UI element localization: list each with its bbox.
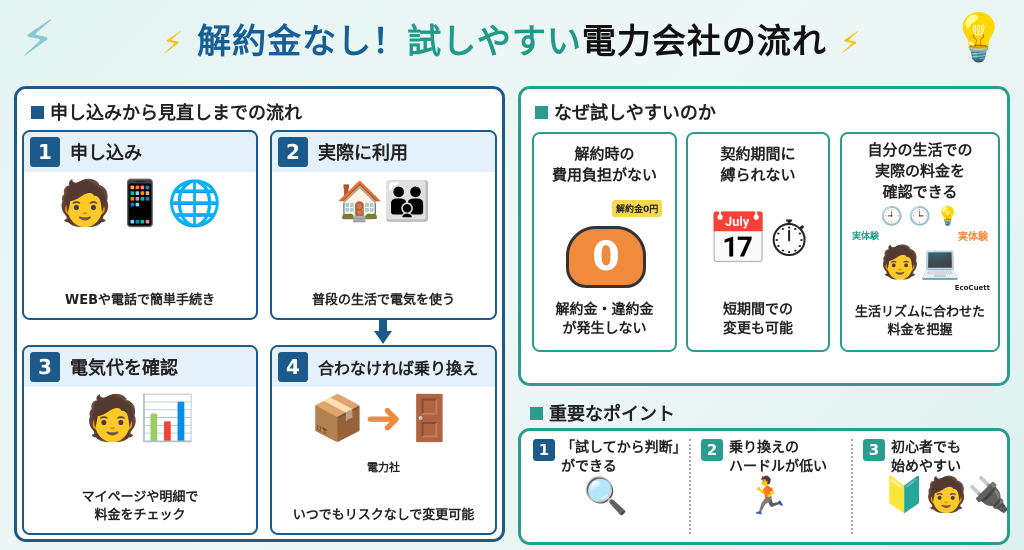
experience-tag: 実体験 [958,232,988,243]
point-text: 乗り換えの ハードルが低い [729,440,827,475]
why-card-3: 自分の生活での 実際の料金を 確認できる 🕘 🕒 💡 実体験 実体験 🧑💻 Ec… [840,132,1000,352]
step-card-4: 4 合わなければ乗り換え 📦➜🚪 電力社 いつでもリスクなしで変更可能 [270,345,497,535]
points-heading: 重要なポイント [530,400,675,426]
person-sofa-illustration: 🧑💻 [880,243,960,281]
point-item-3: 3 初心者でも 始めやすい 🔰🧑🔌 [863,439,1010,539]
lightbulb-icon: 💡 [950,10,1008,64]
point-number: 1 [533,439,555,461]
zero-fee-badge: 解約金0円 [612,200,663,217]
step-caption: いつでもリスクなしで変更可能 [292,507,475,523]
flow-heading-text: 申し込みから見直しまでの流れ [50,103,302,124]
point-text: 初心者でも 始めやすい [891,440,961,475]
why-card-title: 自分の生活での 実際の料金を 確認できる [867,141,973,201]
hurdle-jumper-icon: 🏃 [745,475,790,517]
lightning-icon: ⚡ [162,26,185,61]
step-number: 3 [30,352,60,382]
step-card-3: 3 電気代を確認 🧑📊 マイページや明細で 料金をチェック [22,345,258,535]
door-label: 電力社 [367,461,400,474]
flow-heading: 申し込みから見直しまでの流れ [31,99,302,125]
bill-check-illustration: 🧑📊 [85,393,195,444]
step-title: 電気代を確認 [70,358,178,379]
why-card-title: 契約期間に 縛られない [720,145,796,184]
point-number: 3 [863,439,885,461]
why-card-caption: 短期間での 変更も可能 [723,301,793,338]
square-icon [535,105,548,119]
step-number: 4 [278,352,308,382]
title-part1: 解約金なし！ [197,22,408,62]
why-card-title: 解約時の 費用負担がない [551,145,657,184]
title-part3: 電力会社の流れ [581,22,827,62]
point-text: 「試してから判断」 ができる [561,440,687,475]
lightning-icon: ⚡ [839,26,862,61]
why-card-caption: 解約金・違約金 が発生しない [555,301,654,338]
why-card-1: 解約時の 費用負担がない 解約金0円 0 解約金・違約金 が発生しない [532,132,677,352]
points-heading-text: 重要なポイント [549,404,675,425]
step-title: 実際に利用 [318,143,408,164]
step-caption: マイページや明細で 料金をチェック [81,489,199,523]
why-card-2: 契約期間に 縛られない 📅⏱ 短期間での 変更も可能 [686,132,830,352]
why-heading: なぜ試しやすいのか [535,99,716,125]
step-caption: 普段の生活で電気を使う [311,292,455,308]
magnifier-check-icon: 🔍 [583,475,628,517]
square-icon [530,406,543,420]
phone-signup-illustration: 🧑📱🌐 [57,178,223,229]
experience-tag: 実体験 [852,232,880,242]
step-title: 合わなければ乗り換え [318,359,479,378]
calendar-clock-icon: 📅⏱ [707,210,809,268]
square-icon [31,105,44,119]
step-number: 2 [278,137,308,167]
why-heading-text: なぜ試しやすいのか [554,103,716,124]
power-tower-icon: ⚡ [20,10,56,68]
purse-icon: 0 [566,226,646,288]
family-house-illustration: 🏠👪 [336,179,431,223]
points-panel: 1 「試してから判断」 ができる 🔍 2 乗り換えの ハードルが低い 🏃 3 初心者で… [518,428,1010,545]
step-card-1: 1 申し込み 🧑📱🌐 WEBや電話で簡単手続き [22,130,258,320]
step-number: 1 [30,137,60,167]
point-number: 2 [701,439,723,461]
moving-person-illustration: 📦➜🚪 [310,393,457,444]
point-item-2: 2 乗り換えの ハードルが低い 🏃 [701,439,827,539]
why-card-caption: 生活リズムに合わせた 料金を把握 [854,304,985,338]
step-title: 申し込み [70,143,142,164]
title-part2: 試しやすい [407,22,582,62]
beginner-person-plug-icon: 🔰🧑🔌 [883,474,1011,515]
point-item-1: 1 「試してから判断」 ができる 🔍 [533,439,687,539]
down-arrow-icon [374,318,392,344]
step-card-2: 2 実際に利用 🏠👪 普段の生活で電気を使う [270,130,497,320]
appliance-brand-label: EcoCuett [954,284,990,292]
page-title: ⚡ 解約金なし！試しやすい電力会社の流れ ⚡ [0,14,1024,63]
clock-icons: 🕘 🕒 💡 [880,206,960,227]
step-caption: WEBや電話で簡単手続き [64,292,216,308]
